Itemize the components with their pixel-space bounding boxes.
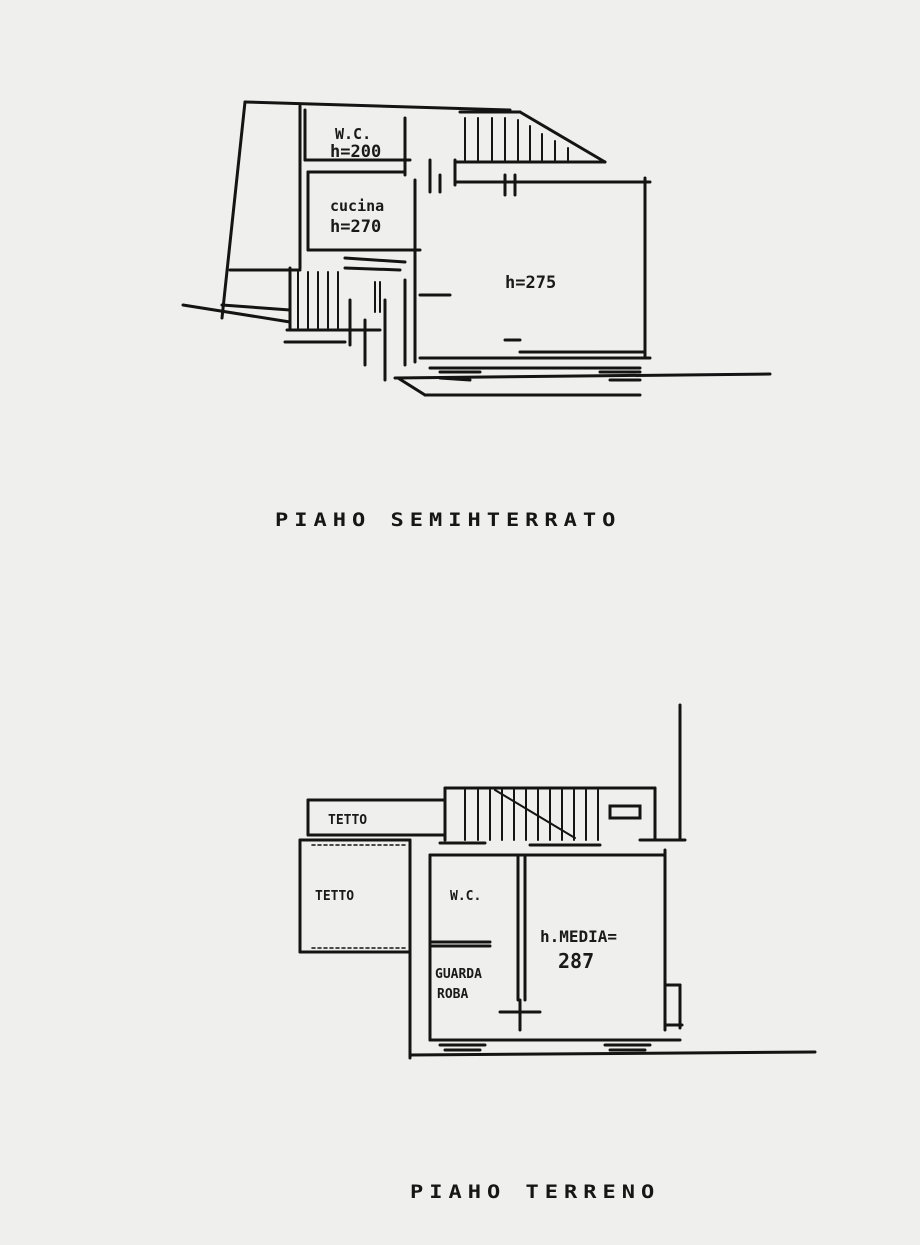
roof-left-label: TETTO — [315, 889, 354, 904]
wardrobe-label-line2: ROBA — [437, 987, 468, 1002]
semi-basement-title: PIAHO SEMIHTERRATO — [275, 509, 622, 532]
wc-label: W.C. — [335, 125, 371, 143]
wc-ground-label: W.C. — [450, 889, 481, 904]
ground-floor-title: PIAHO TERRENO — [410, 1181, 661, 1204]
ground-floor-walls — [298, 703, 817, 1060]
ground-floor-stair — [464, 789, 642, 841]
kitchen-label: cucina — [330, 197, 384, 215]
main-room-height-label: h.MEDIA= — [540, 927, 617, 946]
wardrobe-label-line1: GUARDA — [435, 967, 482, 982]
roof-top-label: TETTO — [328, 813, 367, 828]
semi-basement-entry-steps — [297, 271, 381, 329]
wc-height-label: h=200 — [330, 142, 381, 162]
kitchen-height-label: h=270 — [330, 217, 381, 237]
living-height-label: h=275 — [505, 273, 556, 293]
semi-basement-stair — [464, 117, 569, 161]
roof-edge-hatching — [311, 844, 406, 949]
semi-basement-walls — [181, 100, 772, 397]
main-room-height-value: 287 — [558, 949, 594, 973]
